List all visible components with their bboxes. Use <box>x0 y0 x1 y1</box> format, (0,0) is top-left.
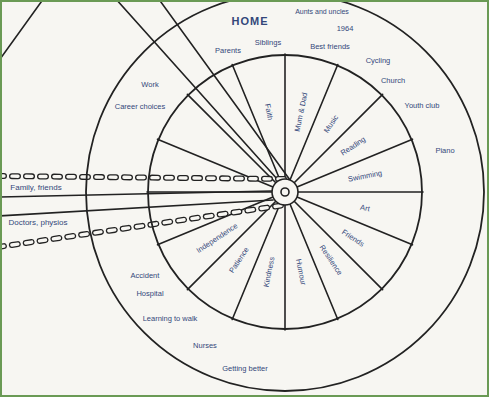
life-note: Best friends <box>310 42 350 51</box>
life-note: HOME <box>232 15 269 28</box>
life-note: 1964 <box>337 24 354 33</box>
spoke-note: Kindness <box>262 256 277 288</box>
spoke-note: Humour <box>294 258 308 286</box>
wheel-tyre: HOME Aunts and uncles 1964Parents Siblings B… <box>85 0 485 392</box>
spoke-note: Reading <box>339 135 367 158</box>
spoke-note: Independence <box>195 221 240 255</box>
life-note: Cycling <box>366 56 391 65</box>
bike-chain <box>0 176 285 247</box>
chain-note: Doctors, physios <box>6 218 69 228</box>
life-note: Aunts and uncles <box>295 8 349 16</box>
life-note: Career choices <box>115 102 165 111</box>
seat-stay <box>158 0 290 180</box>
spoke-note: Friends <box>340 227 366 248</box>
seat-stay <box>115 0 278 180</box>
life-note: Learning to walk <box>143 314 198 323</box>
chain-sprocket <box>272 179 298 205</box>
wheel-circle <box>86 0 484 391</box>
wheel-axle <box>281 188 289 196</box>
life-note: Youth club <box>405 101 440 110</box>
life-note: Parents <box>215 46 241 55</box>
life-note: Accident <box>131 271 160 280</box>
wheel-rim: Faith Mum & DadMusicReadingSwimmingArtFri… <box>147 54 423 330</box>
spoke-note: Music <box>321 113 339 134</box>
spoke-note: Resilience <box>317 243 344 277</box>
wheel-spokes <box>147 54 423 330</box>
life-note: Piano <box>435 146 454 155</box>
spoke-note: Mum & Dad <box>293 91 310 132</box>
spoke-note: Faith <box>263 103 275 121</box>
life-note: Nurses <box>193 341 217 350</box>
wheel-outline <box>85 0 485 392</box>
life-note: Hospital <box>136 289 163 298</box>
wheel-circle <box>148 55 422 329</box>
life-note: Getting better <box>222 364 267 373</box>
wheel-outline <box>147 54 423 330</box>
life-note: Church <box>381 76 405 85</box>
life-note: Work <box>141 80 158 89</box>
life-note: Siblings <box>255 38 281 47</box>
frame-tube <box>0 0 44 62</box>
chain-note: Family, friends <box>8 183 63 193</box>
spoke-note: Swimming <box>348 168 384 184</box>
spoke-note: Patience <box>228 246 252 275</box>
spoke-note: Art <box>360 203 371 214</box>
